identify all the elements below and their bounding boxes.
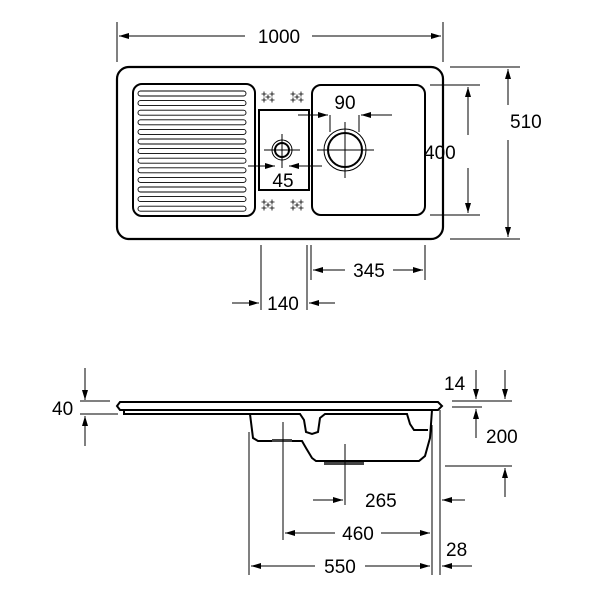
drainer-board [132,83,256,217]
small-bowl [258,109,310,191]
drainer-groove [137,109,247,116]
tap-hole-marker-icon [290,91,304,103]
drainer-groove [137,148,247,155]
drainer-groove [137,138,247,145]
side-view: 40 14 200 265 460 550 28 [52,368,518,578]
drainer-groove [137,100,247,107]
bowl-height-dimension: 200 [486,427,518,448]
main-drain-dimension: 90 [334,93,355,114]
main-bowl [311,84,426,216]
drainer-groove [137,176,247,183]
drain-span-dimension: 460 [342,524,374,545]
tap-hole-marker-icon [261,199,275,211]
drainer-groove [137,167,247,174]
small-bowl-offset-dimension: 140 [267,294,299,315]
small-drain-dimension: 45 [272,171,293,192]
width-dimension: 1000 [258,27,300,48]
bowl-width-dimension: 345 [353,261,385,282]
top-view: 1000 510 400 345 140 90 45 [115,22,542,315]
drainer-groove [137,90,247,97]
sink-outline [115,65,445,241]
tap-hole-marker-icon [261,91,275,103]
drainer-groove [137,119,247,126]
drainer-groove [137,196,247,203]
drainer-groove [137,186,247,193]
drainer-grooves [137,90,247,212]
depth-dimension: 510 [510,112,542,133]
small-drain [264,134,300,168]
drainer-groove [137,128,247,135]
tap-hole-markers [261,91,304,211]
rim-dimension: 14 [444,374,466,395]
main-drain [317,122,374,178]
tap-hole-marker-icon [290,199,304,211]
drain-offset-dimension: 265 [365,491,397,512]
drainer-groove [137,205,247,212]
edge-height-dimension: 40 [52,399,73,420]
bowl-profile [249,409,433,462]
bowl-depth-dimension: 400 [424,143,456,164]
edge-offset-dimension: 28 [446,540,467,561]
sink-profile [115,401,444,411]
bowl-span-dimension: 550 [324,557,356,578]
drainer-groove [137,157,247,164]
